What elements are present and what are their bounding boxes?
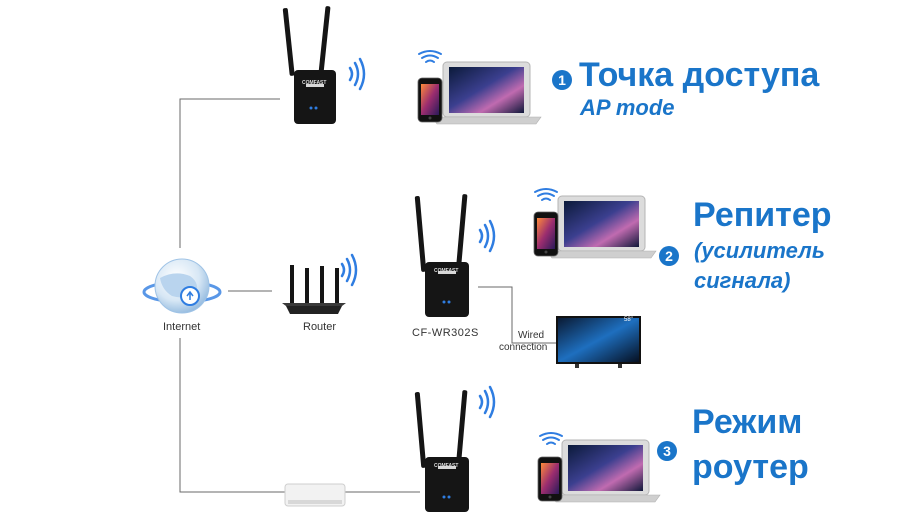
wifi-icon — [478, 385, 496, 419]
wifi-icon — [539, 432, 563, 445]
wifi-icon — [534, 188, 558, 201]
line-internet-bottom — [179, 338, 285, 493]
mode-2-badge: 2 — [659, 246, 679, 266]
tv-size-label: 58" — [624, 317, 633, 323]
mode-1-title: Точка доступа — [579, 56, 820, 94]
phone-icon — [537, 456, 563, 502]
connection-lines — [179, 98, 556, 493]
brand-label-1: COMFAST — [302, 80, 327, 86]
mode-1-badge: 1 — [552, 70, 572, 90]
wired-label-line2: connection — [499, 342, 548, 353]
wifi-icon — [418, 50, 442, 63]
repeater-device-2 — [414, 194, 469, 317]
phone-icon — [417, 77, 443, 123]
repeater-device-3 — [414, 390, 469, 512]
mode-2-title: Репитер — [693, 196, 832, 234]
mode-2-subtitle-line2: сигнала) — [694, 268, 791, 293]
internet-label: Internet — [163, 321, 201, 333]
modem-icon — [284, 483, 346, 507]
internet-globe-icon — [142, 258, 222, 314]
router-label: Router — [303, 321, 337, 333]
wifi-icon — [348, 57, 366, 91]
mode-3-title-line1: Режим — [692, 403, 803, 441]
brand-label-3: COMFAST — [434, 463, 459, 469]
laptop-icon — [431, 61, 542, 125]
mode-3-badge: 3 — [657, 441, 677, 461]
brand-label-2: COMFAST — [434, 268, 459, 274]
line-wired-tv — [478, 286, 556, 344]
mode-3-title-line2: роутер — [692, 448, 809, 486]
router-icon — [282, 265, 346, 314]
line-internet-top — [179, 98, 280, 248]
wifi-icon — [340, 253, 358, 287]
tv-icon — [556, 316, 641, 368]
mode-1-subtitle: AP mode — [580, 95, 675, 120]
mode-2-subtitle-line1: (усилитель — [694, 238, 825, 263]
repeater-device-1 — [282, 6, 336, 124]
laptop-icon — [550, 439, 661, 503]
wifi-icon — [478, 219, 496, 253]
laptop-icon — [546, 195, 657, 259]
phone-icon — [533, 211, 559, 257]
wired-label-line1: Wired — [518, 330, 545, 341]
device-model-label: CF-WR302S — [412, 327, 479, 339]
